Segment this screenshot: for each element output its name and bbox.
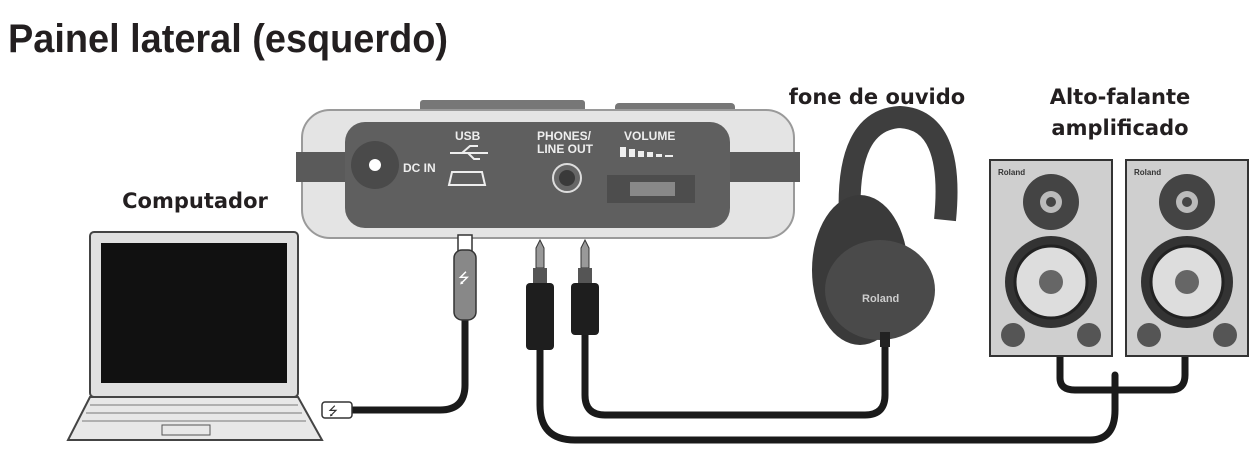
headphones: Roland	[812, 105, 958, 347]
jack-plug-1	[526, 238, 554, 350]
speaker-cable	[536, 346, 1119, 444]
phones-label-line1: PHONES/	[537, 129, 592, 143]
usb-symbol-icon	[450, 145, 488, 160]
headphones-brand-logo: Roland	[862, 293, 899, 305]
page-title: Painel lateral (esquerdo)	[8, 17, 448, 61]
usb-plug: ⭍	[453, 234, 477, 321]
dc-in-label: DC IN	[403, 161, 436, 175]
audio-interface-device: DC IN USB PHONES/ LINE OUT VOLUME	[296, 100, 800, 239]
speaker-left: Roland	[989, 159, 1113, 357]
usb-cable	[348, 316, 469, 414]
speaker-label-line2: amplificado	[1051, 116, 1188, 140]
speaker-label-line1: Alto-falante	[1050, 85, 1191, 109]
headphones-label: fone de ouvido	[789, 85, 965, 109]
usb-icon: ⭍	[458, 270, 470, 286]
laptop-computer: ⭍	[66, 231, 353, 441]
speaker-right: Roland	[1125, 159, 1249, 357]
speaker-brand-logo: Roland	[998, 168, 1025, 177]
headphone-cable	[581, 331, 889, 419]
volume-label: VOLUME	[624, 129, 675, 143]
usb-port	[447, 171, 487, 186]
computer-label: Computador	[122, 189, 268, 213]
jack-plug-2	[571, 238, 599, 335]
phones-label-line2: LINE OUT	[537, 142, 594, 156]
usb-icon: ⭍	[328, 404, 338, 418]
volume-scale-icon	[620, 147, 673, 157]
speaker-link-cable	[1056, 351, 1189, 394]
speaker-brand-logo: Roland	[1134, 168, 1161, 177]
cables	[348, 316, 1189, 444]
laptop-usb-plug	[321, 401, 353, 419]
usb-label: USB	[455, 129, 481, 143]
